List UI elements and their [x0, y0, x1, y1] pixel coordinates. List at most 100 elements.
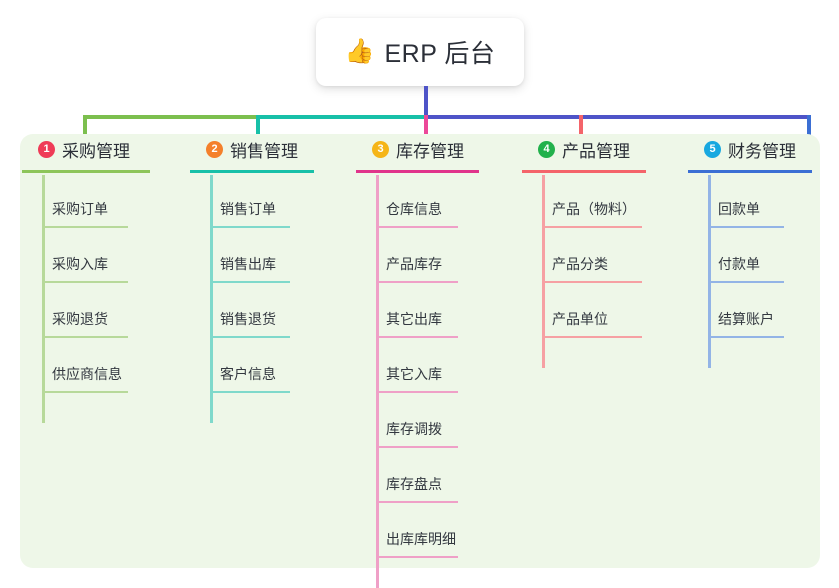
branch-item[interactable]: 采购入库 — [20, 228, 150, 283]
bar-green — [83, 115, 258, 119]
thumbs-up-icon: 👍 — [344, 38, 375, 65]
branch-item-list: 产品（物料） 产品分类产品单位 — [520, 173, 646, 338]
branch-item-label: 结算账户 — [718, 311, 774, 327]
branch-title: 库存管理 — [396, 141, 464, 161]
branch-item-underline — [42, 391, 128, 393]
branch-item-underline — [376, 501, 458, 503]
branch-item-underline — [42, 336, 128, 338]
branch-item[interactable]: 客户信息 — [188, 338, 314, 393]
branch-item[interactable]: 采购退货 — [20, 283, 150, 338]
branch-item-label: 其它出库 — [386, 311, 442, 327]
branch-item-underline — [708, 336, 784, 338]
branch-title: 产品管理 — [562, 141, 630, 161]
branch-underline — [22, 170, 150, 173]
branch-item[interactable]: 库存调拨 — [354, 393, 479, 448]
branch-item-underline — [210, 336, 290, 338]
branch-item[interactable]: 付款单 — [686, 228, 812, 283]
branch-item-underline — [210, 226, 290, 228]
branch-column-purchase: 1 采购管理采购订单采购入库采购退货供应商信息 — [20, 134, 150, 423]
branch-item[interactable]: 销售出库 — [188, 228, 314, 283]
branch-item[interactable]: 其它入库 — [354, 338, 479, 393]
branch-item-list: 销售订单销售出库销售退货客户信息 — [188, 173, 314, 393]
branch-item[interactable]: 采购订单 — [20, 173, 150, 228]
branch-item-label: 产品（物料） — [552, 201, 636, 217]
branch-item[interactable]: 销售订单 — [188, 173, 314, 228]
branch-item-underline — [708, 281, 784, 283]
branch-header-product[interactable]: 4 产品管理 — [520, 134, 646, 164]
branch-header-purchase[interactable]: 1 采购管理 — [20, 134, 150, 164]
branch-item-underline — [376, 336, 458, 338]
branch-item-label: 仓库信息 — [386, 201, 442, 217]
branch-item[interactable]: 产品（物料） — [520, 173, 646, 228]
branch-item-underline — [376, 391, 458, 393]
branch-item-label: 出库库明细 — [386, 531, 456, 547]
branch-header-finance[interactable]: 5 财务管理 — [686, 134, 812, 164]
branch-item-underline — [376, 446, 458, 448]
branch-item-label: 采购入库 — [52, 256, 108, 272]
branch-spine — [542, 175, 545, 368]
branch-underline — [356, 170, 479, 173]
branch-item-label: 库存调拨 — [386, 421, 442, 437]
branch-item-label: 销售订单 — [220, 201, 276, 217]
branch-number-badge: 5 — [704, 140, 721, 158]
branch-item-underline — [376, 281, 458, 283]
branch-item[interactable]: 出库库明细 — [354, 503, 479, 558]
branch-item-underline — [708, 226, 784, 228]
branch-item[interactable]: 供应商信息 — [20, 338, 150, 393]
branch-spine — [376, 175, 379, 588]
branch-item-label: 库存盘点 — [386, 476, 442, 492]
branch-item-underline — [42, 281, 128, 283]
branch-title: 采购管理 — [62, 141, 130, 161]
branch-item-underline — [210, 391, 290, 393]
bar-blue — [424, 115, 810, 119]
branch-item[interactable]: 销售退货 — [188, 283, 314, 338]
branch-underline — [688, 170, 812, 173]
branch-item[interactable]: 结算账户 — [686, 283, 812, 338]
branch-spine — [210, 175, 213, 423]
branch-item-list: 回款单付款单结算账户 — [686, 173, 812, 338]
branch-item-underline — [542, 281, 642, 283]
branch-title: 财务管理 — [728, 141, 796, 161]
branch-title: 销售管理 — [230, 141, 298, 161]
branch-item-label: 产品库存 — [386, 256, 442, 272]
branch-underline — [190, 170, 314, 173]
branch-item[interactable]: 其它出库 — [354, 283, 479, 338]
branch-item-label: 供应商信息 — [52, 366, 122, 382]
branch-item-label: 产品单位 — [552, 311, 608, 327]
branch-item[interactable]: 仓库信息 — [354, 173, 479, 228]
branch-item[interactable]: 产品分类 — [520, 228, 646, 283]
branch-item-label: 销售出库 — [220, 256, 276, 272]
branch-column-product: 4 产品管理产品（物料） 产品分类产品单位 — [520, 134, 646, 368]
bar-teal — [256, 115, 428, 119]
branch-item-label: 回款单 — [718, 201, 760, 217]
branch-item[interactable]: 库存盘点 — [354, 448, 479, 503]
branch-item[interactable]: 产品单位 — [520, 283, 646, 338]
branch-item-label: 销售退货 — [220, 311, 276, 327]
branch-item-label: 付款单 — [718, 256, 760, 272]
branch-item-label: 产品分类 — [552, 256, 608, 272]
branch-item-label: 采购退货 — [52, 311, 108, 327]
branch-item-underline — [542, 226, 642, 228]
branch-item[interactable]: 产品库存 — [354, 228, 479, 283]
branch-item-label: 其它入库 — [386, 366, 442, 382]
branch-item-underline — [42, 226, 128, 228]
branch-item-underline — [210, 281, 290, 283]
branch-column-finance: 5 财务管理回款单付款单结算账户 — [686, 134, 812, 368]
branch-spine — [708, 175, 711, 368]
root-stem-connector — [424, 86, 428, 116]
branch-number-badge: 4 — [538, 140, 555, 158]
branch-item-underline — [542, 336, 642, 338]
branch-number-badge: 1 — [38, 140, 55, 158]
branch-underline — [522, 170, 646, 173]
root-node-title: ERP 后台 — [384, 40, 496, 68]
branch-spine — [42, 175, 45, 423]
branch-item[interactable]: 回款单 — [686, 173, 812, 228]
branch-item-underline — [376, 556, 458, 558]
root-node-card[interactable]: 👍 ERP 后台 — [316, 18, 524, 86]
